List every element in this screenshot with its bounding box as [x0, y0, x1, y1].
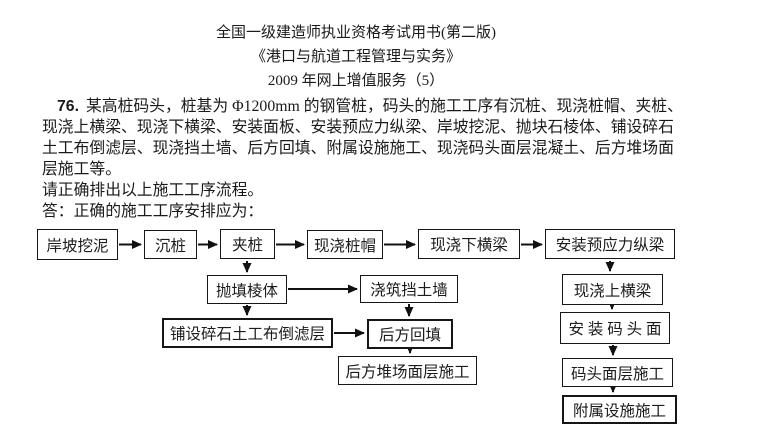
- node-auxiliary-facilities: 附属设施施工: [562, 395, 677, 424]
- node-prestressed-girder: 安装预应力纵梁: [545, 229, 675, 259]
- question-prompt: 请正确排出以上施工工序流程。: [42, 182, 264, 199]
- node-retaining-wall: 浇筑挡土墙: [360, 275, 458, 303]
- document-header: 全国一级建造师执业资格考试用书(第二版) 《港口与航道工程管理与实务》 2009…: [0, 0, 712, 93]
- book-title: 全国一级建造师执业资格考试用书(第二版): [216, 25, 496, 41]
- node-slope-dredging: 岸坡挖泥: [37, 229, 118, 260]
- node-deck-install: 安 装 码 头 面: [560, 312, 670, 344]
- node-deck-surface: 码头面层施工: [562, 358, 673, 387]
- question-block: 76.某高桩码头，桩基为 Φ1200mm 的钢管桩，码头的施工工序有沉桩、现浇桩…: [42, 96, 684, 222]
- node-pile-sinking: 沉桩: [144, 230, 197, 259]
- subject-title: 《港口与航道工程管理与实务》: [250, 49, 461, 65]
- question-statement-text: 某高桩码头，桩基为 Φ1200mm 的钢管桩，码头的施工工序有沉桩、现浇桩帽、夹…: [42, 98, 683, 178]
- node-pile-cap: 现浇桩帽: [307, 230, 383, 259]
- node-backfill: 后方回填: [367, 319, 453, 349]
- answer-lead: 答：正确的施工工序安排应为：: [42, 203, 264, 220]
- node-lower-beam: 现浇下横梁: [418, 229, 520, 259]
- question-number: 76.: [57, 98, 79, 115]
- node-yard-surface: 后方堆场面层施工: [338, 356, 477, 385]
- node-prism-filling: 抛填棱体: [207, 275, 287, 304]
- node-pile-clamping: 夹桩: [220, 229, 275, 259]
- node-upper-beam: 现浇上横梁: [562, 274, 663, 305]
- node-filter-layer: 铺设碎石土工布倒滤层: [162, 318, 333, 348]
- service-title: 2009 年网上增值服务（5）: [267, 73, 445, 89]
- question-statement: 76.某高桩码头，桩基为 Φ1200mm 的钢管桩，码头的施工工序有沉桩、现浇桩…: [42, 96, 684, 180]
